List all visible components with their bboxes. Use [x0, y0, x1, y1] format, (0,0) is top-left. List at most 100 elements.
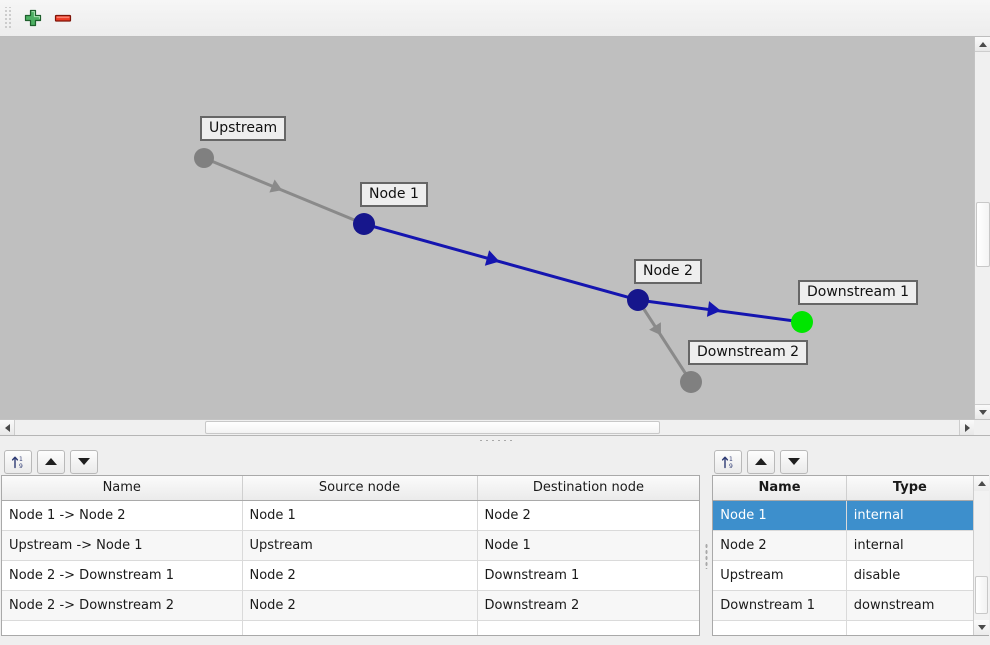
graph-vertical-scrollbar[interactable]	[974, 37, 990, 419]
node-pane: 1 9 Name Type	[710, 445, 990, 644]
edge-col-source[interactable]: Source node	[242, 476, 478, 501]
table-row[interactable]: Node 2 internal	[713, 530, 973, 561]
vertical-splitter[interactable]	[702, 475, 711, 636]
graph-scroll-down-button[interactable]	[975, 404, 990, 419]
remove-node-button[interactable]	[48, 3, 78, 33]
table-row-empty[interactable]	[2, 620, 700, 635]
table-row[interactable]: Node 2 -> Downstream 2 Node 2 Downstream…	[2, 590, 700, 621]
edge-cell-name: Upstream -> Node 1	[2, 530, 243, 561]
edge-cell-empty	[242, 620, 478, 635]
graph-scroll-right-button[interactable]	[959, 420, 974, 435]
node-table-scroll-up-button[interactable]	[974, 476, 989, 491]
edge-cell-name: Node 2 -> Downstream 2	[2, 590, 243, 621]
move-edge-up-button[interactable]	[37, 449, 65, 474]
node-table-scroll-down-button[interactable]	[974, 620, 989, 635]
sort-numeric-icon: 1 9	[11, 456, 23, 470]
arrowhead-icon	[269, 179, 283, 193]
move-edge-down-button[interactable]	[70, 449, 98, 474]
graph-horizontal-scrollbar[interactable]	[0, 419, 990, 435]
graph-label-downstream1[interactable]: Downstream 1	[798, 280, 919, 306]
splitter-grip-dots	[704, 542, 708, 569]
table-row[interactable]: Downstream 1 downstream	[713, 590, 973, 621]
sort-nodes-button[interactable]: 1 9	[714, 449, 743, 474]
svg-text:1: 1	[729, 456, 733, 463]
green-plus-icon	[24, 9, 42, 27]
edge-node2-downstream1[interactable]	[637, 298, 803, 324]
graph-node-node1[interactable]	[353, 213, 375, 235]
table-row[interactable]: Node 1 internal	[713, 500, 973, 531]
bottom-panes: 1 9 Name Source node Destination node	[0, 445, 990, 644]
graph-label-downstream2[interactable]: Downstream 2	[688, 340, 809, 366]
node-table-scroll-thumb[interactable]	[975, 576, 988, 614]
arrow-up-icon	[45, 458, 57, 465]
node-cell-name: Downstream 1	[713, 590, 847, 621]
graph-canvas[interactable]: Upstream Node 1 Node 2 Downstream 1 Down…	[0, 37, 974, 419]
table-row[interactable]: Node 1 -> Node 2 Node 1 Node 2	[2, 500, 700, 531]
edge-table-header-row: Name Source node Destination node	[2, 476, 700, 501]
add-node-button[interactable]	[18, 3, 48, 33]
sort-edges-button[interactable]: 1 9	[4, 449, 32, 474]
table-row[interactable]: Node 2 -> Downstream 1 Node 2 Downstream…	[2, 560, 700, 591]
graph-node-downstream2[interactable]	[680, 371, 702, 393]
triangle-up-icon	[977, 481, 986, 486]
node-cell-empty	[846, 620, 973, 635]
graph-node-upstream[interactable]	[194, 148, 214, 168]
node-cell-type: downstream	[846, 590, 973, 621]
edge-col-name[interactable]: Name	[2, 476, 243, 501]
edge-table: Name Source node Destination node Node 1…	[2, 476, 700, 635]
graph-scroll-left-button[interactable]	[0, 420, 15, 435]
graph-node-downstream1[interactable]	[791, 311, 813, 333]
edge-cell-empty	[477, 620, 700, 635]
edge-cell-source: Node 2	[242, 560, 478, 591]
node-table-toolbar: 1 9	[710, 445, 990, 475]
edge-cell-source: Node 2	[242, 590, 478, 621]
node-col-type[interactable]: Type	[846, 476, 973, 501]
edge-node1-node2[interactable]	[363, 222, 639, 302]
graph-scroll-up-button[interactable]	[975, 37, 990, 52]
edge-col-destination[interactable]: Destination node	[477, 476, 700, 501]
svg-text:1: 1	[19, 456, 23, 463]
graph-vscroll-thumb[interactable]	[976, 202, 990, 267]
node-col-name[interactable]: Name	[713, 476, 847, 501]
triangle-left-icon	[4, 423, 10, 432]
table-row[interactable]: Upstream -> Node 1 Upstream Node 1	[2, 530, 700, 561]
svg-text:9: 9	[19, 463, 23, 470]
edge-table-toolbar: 1 9	[0, 445, 703, 475]
graph-view[interactable]: Upstream Node 1 Node 2 Downstream 1 Down…	[0, 37, 990, 435]
graph-label-upstream[interactable]: Upstream	[200, 116, 287, 142]
graph-label-node1[interactable]: Node 1	[360, 182, 428, 208]
red-minus-icon	[54, 14, 72, 22]
splitter-grip-dots	[478, 439, 512, 442]
arrow-up-icon	[755, 458, 768, 465]
node-cell-type: disable	[846, 560, 973, 591]
arrowhead-icon	[706, 301, 721, 317]
graph-node-node2[interactable]	[627, 289, 649, 311]
move-node-down-button[interactable]	[780, 449, 809, 474]
graph-label-node2[interactable]: Node 2	[634, 259, 702, 285]
edge-node2-downstream2[interactable]	[636, 299, 693, 383]
edge-cell-empty	[2, 620, 243, 635]
edge-cell-name: Node 1 -> Node 2	[2, 500, 243, 531]
node-table-header-row: Name Type	[713, 476, 973, 501]
table-row[interactable]: Upstream disable	[713, 560, 973, 591]
node-cell-name: Upstream	[713, 560, 847, 591]
edge-cell-destination: Downstream 2	[477, 590, 700, 621]
node-table-container[interactable]: Name Type Node 1 internal Node 2 interna…	[712, 475, 989, 636]
arrow-down-icon	[788, 458, 801, 465]
toolbar-drag-grip[interactable]	[4, 7, 12, 29]
edge-upstream-node1[interactable]	[203, 156, 365, 226]
triangle-down-icon	[977, 625, 986, 630]
edge-table-container[interactable]: Name Source node Destination node Node 1…	[1, 475, 701, 636]
move-node-up-button[interactable]	[747, 449, 776, 474]
arrowhead-icon	[649, 322, 661, 336]
sort-numeric-icon: 1 9	[722, 456, 733, 470]
main-toolbar	[0, 0, 990, 37]
node-table-scrollbar[interactable]	[973, 476, 989, 635]
horizontal-splitter[interactable]	[0, 435, 990, 445]
edge-cell-name: Node 2 -> Downstream 1	[2, 560, 243, 591]
graph-hscroll-thumb[interactable]	[205, 421, 660, 434]
table-row-empty[interactable]	[713, 620, 973, 635]
edge-cell-destination: Node 1	[477, 530, 700, 561]
edge-cell-source: Node 1	[242, 500, 478, 531]
edge-cell-destination: Node 2	[477, 500, 700, 531]
